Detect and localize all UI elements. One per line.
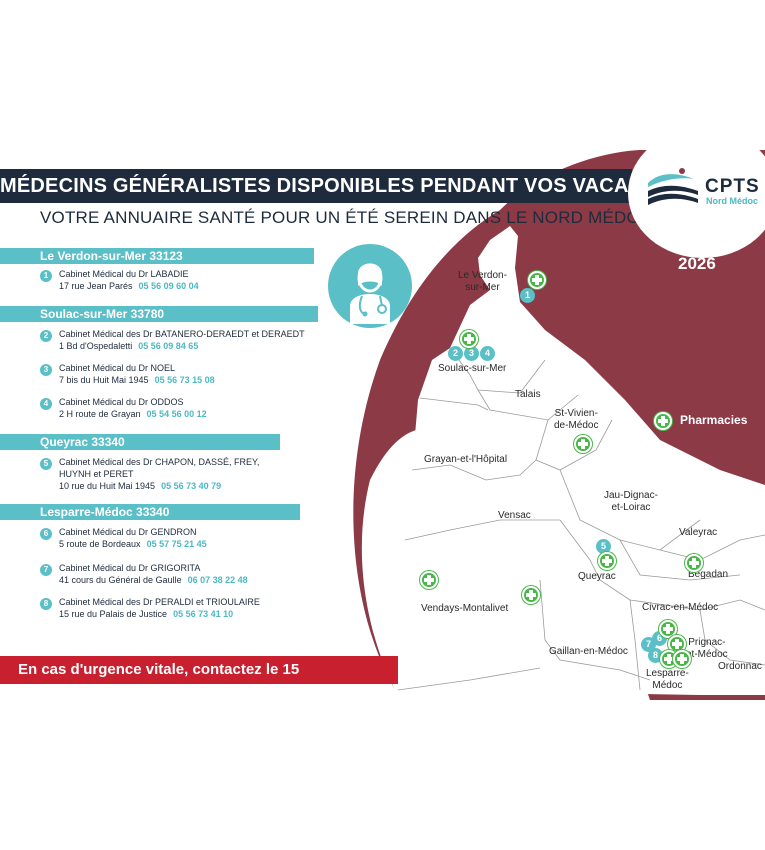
- map-doctor-badge-4[interactable]: 4: [480, 346, 495, 361]
- phone-number[interactable]: 05 56 09 84 65: [138, 341, 199, 351]
- map-label-gaillan: Gaillan-en-Médoc: [549, 646, 628, 657]
- pharmacy-cross-icon[interactable]: [528, 271, 546, 289]
- map-label-talais: Talais: [515, 389, 541, 400]
- pharmacy-cross-icon[interactable]: [598, 552, 616, 570]
- doctor-icon: [350, 263, 390, 324]
- pharmacy-cross-icon[interactable]: [574, 435, 592, 453]
- map-label-valeyrac: Valeyrac: [679, 527, 718, 538]
- map-doctor-badge-3[interactable]: 3: [464, 346, 479, 361]
- pharmacy-cross-icon[interactable]: [673, 650, 691, 668]
- pharmacy-cross-icon[interactable]: [460, 330, 478, 348]
- town-header-verdon: Le Verdon-sur-Mer 33123: [0, 248, 314, 264]
- doctor-entry-5: 5 Cabinet Médical des Dr CHAPON, DASSÉ, …: [40, 456, 259, 492]
- pharmacy-legend-label: Pharmacies: [680, 413, 748, 427]
- map-doctor-badge-1[interactable]: 1: [520, 288, 535, 303]
- page-title: MÉDECINS GÉNÉRALISTES DISPONIBLES PENDAN…: [0, 169, 685, 203]
- map-doctor-badge-2[interactable]: 2: [448, 346, 463, 361]
- cpts-logo-icon: [648, 168, 698, 205]
- map-label-jau: Jau-Dignac- et-Loirac: [604, 490, 658, 513]
- map-label-stvivien: St-Vivien- de-Médoc: [554, 408, 599, 431]
- pharmacy-cross-icon[interactable]: [522, 586, 540, 604]
- map-label-begadan: Bégadan: [688, 569, 729, 580]
- year-label: 2026: [678, 254, 716, 273]
- pharmacy-legend-icon: [654, 412, 672, 430]
- phone-number[interactable]: 05 57 75 21 45: [146, 539, 207, 549]
- map-label-lesparre: Lesparre- Médoc: [646, 668, 689, 691]
- map-label-grayan: Grayan-et-l'Hôpital: [424, 454, 508, 465]
- phone-number[interactable]: 05 56 73 41 10: [173, 609, 234, 619]
- phone-number[interactable]: 05 54 56 00 12: [146, 409, 207, 419]
- map-doctor-badge-8[interactable]: 8: [648, 648, 663, 663]
- page-subtitle: VOTRE ANNUAIRE SANTÉ POUR UN ÉTÉ SEREIN …: [40, 208, 653, 227]
- map-label-soulac: Soulac-sur-Mer: [438, 363, 507, 374]
- map-label-verdon: Le Verdon- sur-Mer: [458, 270, 507, 293]
- doctor-entry-8: 8 Cabinet Médical des Dr PERALDI et TRIO…: [40, 596, 260, 620]
- map-label-ordonnac: Ordonnac: [718, 661, 762, 672]
- town-header-queyrac: Queyrac 33340: [0, 434, 280, 450]
- phone-number[interactable]: 05 56 09 60 04: [138, 281, 199, 291]
- phone-number[interactable]: 05 56 73 15 08: [154, 375, 215, 385]
- map-label-civrac: Civrac-en-Médoc: [642, 602, 719, 613]
- doctor-entry-2: 2 Cabinet Médical des Dr BATANERO-DERAED…: [40, 328, 305, 352]
- logo-name: CPTS: [705, 176, 760, 197]
- map-label-vendays: Vendays-Montalivet: [421, 603, 509, 614]
- entry-number: 1: [40, 270, 52, 282]
- land-area: [395, 226, 765, 695]
- pharmacy-cross-icon[interactable]: [420, 571, 438, 589]
- logo-subtitle: Nord Médoc: [706, 196, 759, 206]
- town-header-soulac: Soulac-sur-Mer 33780: [0, 306, 318, 322]
- doctor-avatar: [328, 244, 412, 328]
- phone-number[interactable]: 05 56 73 40 79: [161, 481, 222, 491]
- emergency-banner: En cas d'urgence vitale, contactez le 15: [0, 656, 398, 684]
- pharmacy-cross-icon[interactable]: [685, 554, 703, 572]
- map-label-queyrac: Queyrac: [578, 571, 616, 582]
- pharmacy-cross-icon[interactable]: [659, 620, 677, 638]
- map-label-vensac: Vensac: [498, 510, 531, 521]
- map-label-prignac: Prignac- et-Médoc: [686, 637, 728, 660]
- map-doctor-badge-5[interactable]: 5: [596, 539, 611, 554]
- town-header-lesparre: Lesparre-Médoc 33340: [0, 504, 300, 520]
- phone-number[interactable]: 06 07 38 22 48: [187, 575, 248, 585]
